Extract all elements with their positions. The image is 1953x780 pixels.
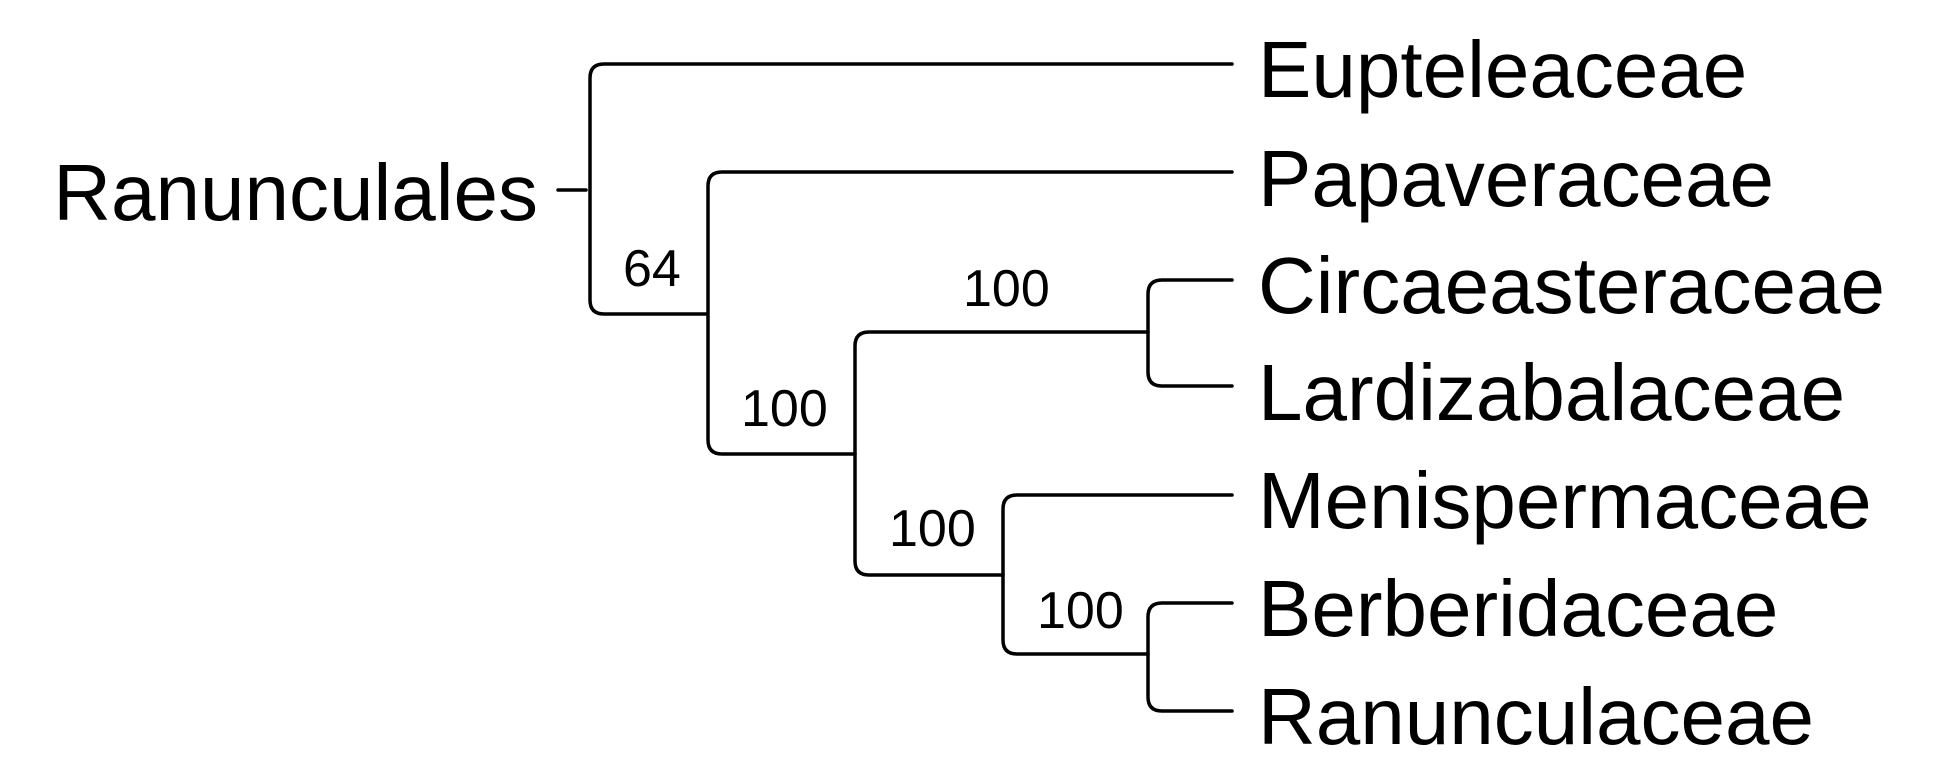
support-value-node-core: 100 (741, 380, 828, 438)
node-core-bracket (853, 330, 1150, 577)
node-circaeasteraceae-lardizabalaceae-bracket (1146, 278, 1234, 388)
taxon-label-circaeasteraceae: Circaeasteraceae (1258, 241, 1885, 330)
node-root-bracket (588, 62, 1234, 316)
support-value-node-menispermaceae: 100 (889, 500, 976, 558)
node-berberidaceae-ranunculaceae-bracket (1146, 601, 1234, 713)
taxon-label-eupteleaceae: Eupteleaceae (1258, 25, 1747, 114)
taxon-label-ranunculaceae: Ranunculaceae (1258, 672, 1814, 761)
support-value-node-berberidaceae-ranunculaceae: 100 (1037, 582, 1124, 640)
root-label: Ranunculales (53, 148, 538, 237)
taxon-label-menispermaceae: Menispermaceae (1258, 456, 1872, 545)
taxon-label-lardizabalaceae: Lardizabalaceae (1258, 348, 1845, 437)
taxon-label-berberidaceae: Berberidaceae (1258, 564, 1778, 653)
support-value-node-papaveraceae: 64 (623, 240, 681, 298)
taxon-label-papaveraceae: Papaveraceae (1258, 134, 1774, 223)
node-papaveraceae-bracket (706, 170, 1234, 456)
node-menispermaceae-bracket (1001, 493, 1234, 656)
support-value-node-circaeasteraceae-lardizabalaceae: 100 (963, 260, 1050, 318)
